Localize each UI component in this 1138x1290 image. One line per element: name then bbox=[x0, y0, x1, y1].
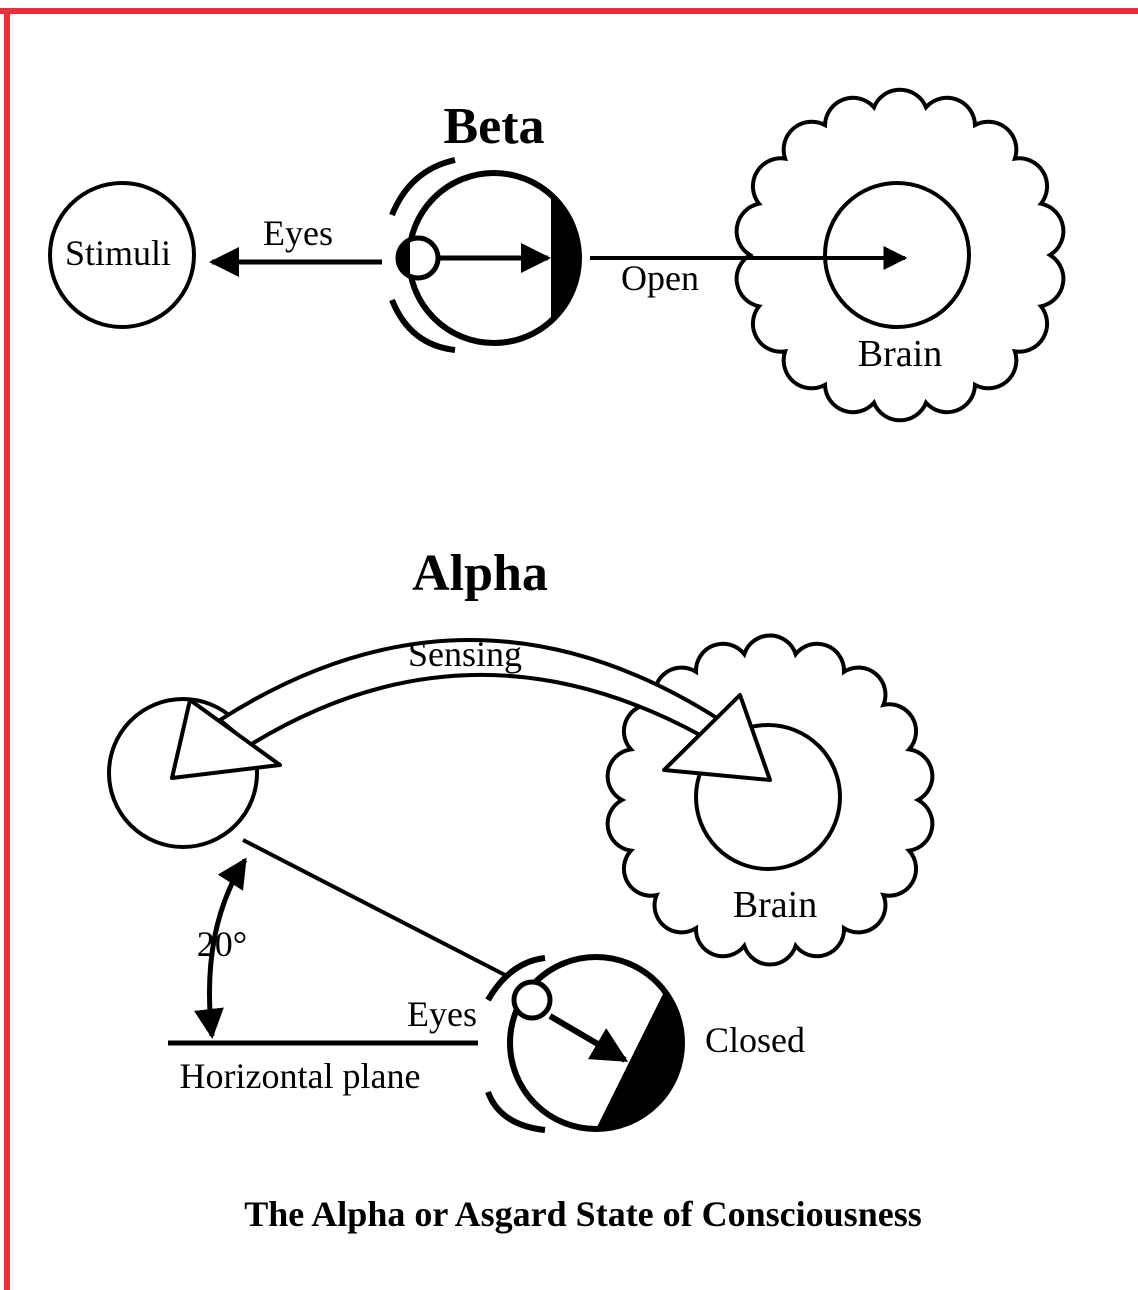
alpha-sight-line bbox=[242, 838, 506, 977]
beta-open-label: Open bbox=[621, 258, 699, 298]
beta-eyes-label: Eyes bbox=[263, 213, 333, 253]
alpha-title: Alpha bbox=[412, 545, 548, 602]
alpha-eye-icon bbox=[485, 954, 685, 1133]
alpha-brain-core bbox=[694, 723, 842, 871]
diagram-caption: The Alpha or Asgard State of Consciousne… bbox=[244, 1194, 921, 1234]
alpha-angle-arc bbox=[194, 857, 248, 1039]
frame-top-border bbox=[0, 8, 1138, 14]
alpha-closed-label: Closed bbox=[705, 1020, 805, 1060]
beta-eye-icon bbox=[389, 157, 582, 353]
alpha-angle-label: 20° bbox=[197, 924, 247, 964]
alpha-brain-label: Brain bbox=[733, 884, 817, 926]
alpha-horizontal-label: Horizontal plane bbox=[180, 1056, 421, 1096]
alpha-sensing-label: Sensing bbox=[408, 634, 522, 674]
frame-left-border bbox=[4, 8, 10, 1290]
beta-stimuli-label: Stimuli bbox=[65, 233, 171, 273]
alpha-eyes-label: Eyes bbox=[407, 994, 477, 1034]
betaBumps-outline bbox=[734, 87, 1066, 423]
alpha-sensing-arrow bbox=[170, 638, 772, 782]
alphaBumps-outline bbox=[605, 633, 935, 967]
beta-title: Beta bbox=[443, 98, 544, 155]
beta-brain-label: Brain bbox=[858, 333, 942, 375]
beta-brain-core bbox=[823, 181, 971, 329]
beta-stimuli-circle bbox=[48, 181, 196, 329]
alpha-brain-bumps bbox=[605, 633, 935, 967]
beta-brain-bumps bbox=[734, 87, 1066, 423]
